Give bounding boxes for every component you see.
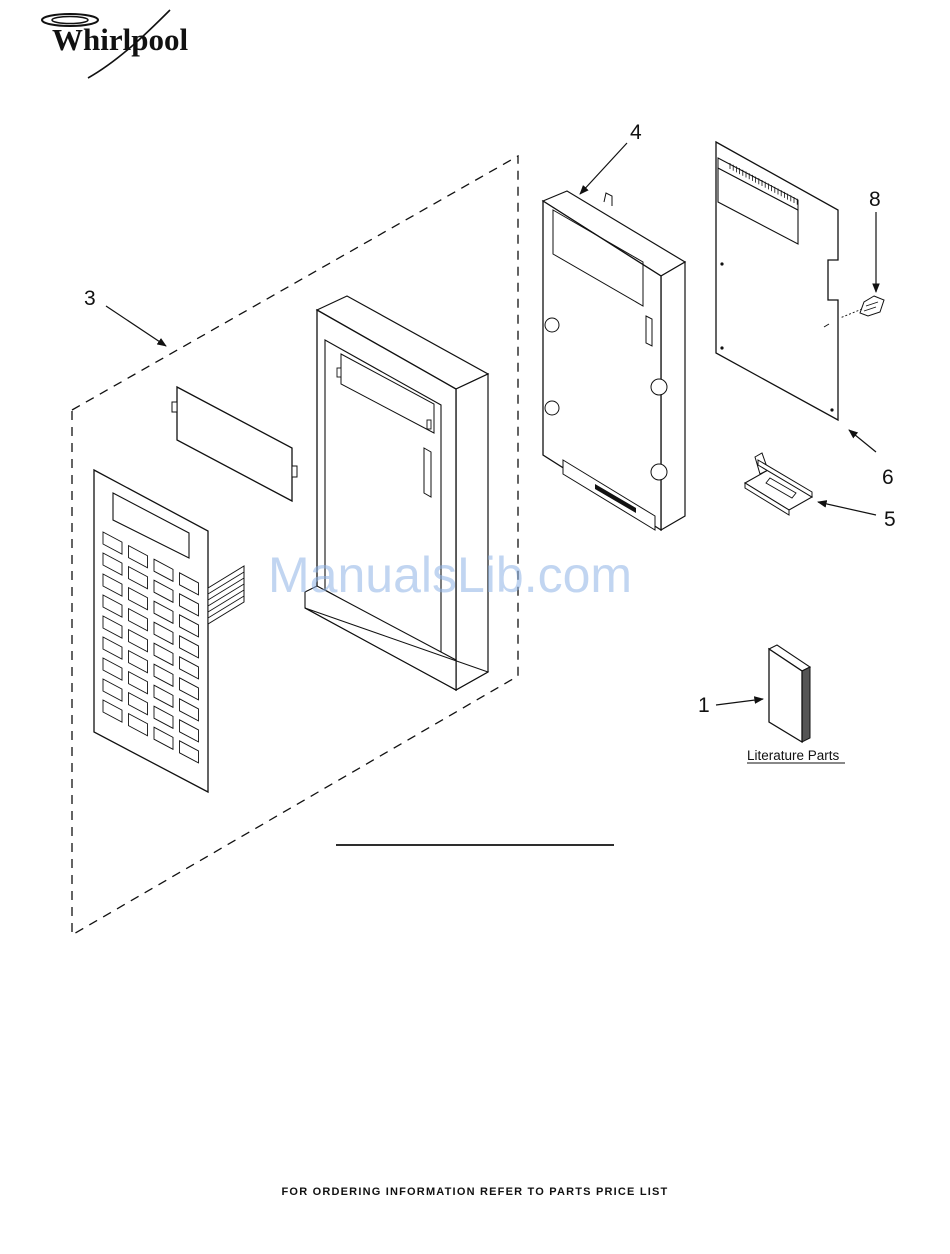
board-clip — [745, 453, 812, 515]
leader-arrow-4 — [580, 143, 627, 194]
leader-arrow-1 — [716, 699, 763, 705]
leader-arrow-6 — [849, 430, 876, 452]
mounting-bracket — [543, 191, 685, 530]
footer-note: FOR ORDERING INFORMATION REFER TO PARTS … — [0, 1186, 950, 1198]
whirlpool-logo: Whirlpool — [42, 10, 188, 78]
leader-arrow-3 — [106, 306, 166, 346]
callout-5: 5 — [884, 508, 896, 531]
literature-parts-label: Literature Parts — [747, 748, 840, 763]
callout-3: 3 — [84, 287, 96, 310]
leader-arrow-8b — [840, 309, 862, 318]
callout-4: 4 — [630, 121, 642, 144]
callout-8: 8 — [869, 188, 881, 211]
control-panel-housing — [305, 296, 488, 690]
callout-1: 1 — [698, 694, 710, 717]
literature-booklet — [769, 645, 810, 742]
circuit-board — [716, 142, 838, 420]
screw — [860, 296, 884, 316]
display-lens — [172, 387, 297, 501]
callout-6: 6 — [882, 466, 894, 489]
brand-wordmark: Whirlpool — [52, 22, 188, 57]
keypad-membrane — [94, 470, 244, 792]
leader-arrow-5 — [818, 502, 876, 515]
watermark-text: ManualsLib.com — [268, 547, 632, 603]
